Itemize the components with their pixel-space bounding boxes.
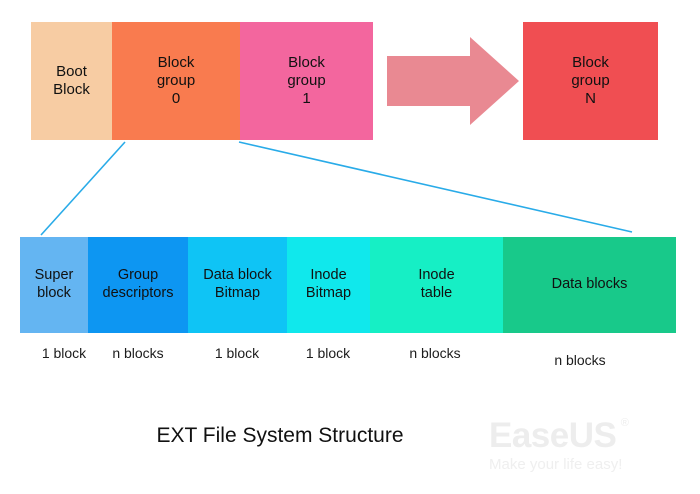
size-label-data-blocks: n blocks bbox=[554, 352, 606, 368]
block-group-detail-band: Super block Group descriptors Data block… bbox=[20, 237, 676, 333]
segment-super-block: Super block bbox=[20, 237, 88, 333]
size-label-super-block: 1 block bbox=[41, 345, 87, 361]
size-label-inode-bitmap: 1 block bbox=[305, 345, 351, 361]
size-label-group-descriptors: n blocks bbox=[112, 345, 164, 361]
segment-data-block-bitmap: Data block Bitmap bbox=[188, 237, 287, 333]
top-cell-boot-block: Boot Block bbox=[31, 22, 112, 140]
segment-inode-table: Inode table bbox=[370, 237, 503, 333]
registered-trademark-icon: ® bbox=[620, 417, 629, 429]
watermark-brand-text: EaseUS bbox=[489, 416, 617, 455]
connector-right bbox=[238, 141, 633, 233]
size-label-data-block-bitmap: 1 block bbox=[214, 345, 260, 361]
top-cell-block-group-n: Block group N bbox=[523, 22, 658, 140]
watermark: EaseUS ® Make your life easy! bbox=[489, 416, 689, 473]
watermark-tagline: Make your life easy! bbox=[489, 456, 623, 473]
segment-group-descriptors: Group descriptors bbox=[88, 237, 188, 333]
segment-data-blocks: Data blocks bbox=[503, 237, 676, 333]
top-cell-block-group-1: Block group 1 bbox=[240, 22, 373, 140]
connector-left bbox=[40, 141, 126, 236]
segment-inode-bitmap: Inode Bitmap bbox=[287, 237, 370, 333]
diagram-caption: EXT File System Structure bbox=[156, 424, 404, 447]
top-cell-block-group-0: Block group 0 bbox=[112, 22, 240, 140]
right-arrow-icon bbox=[387, 37, 519, 125]
watermark-brand-name: EaseUS ® bbox=[489, 416, 629, 455]
size-label-inode-table: n blocks bbox=[409, 345, 461, 361]
